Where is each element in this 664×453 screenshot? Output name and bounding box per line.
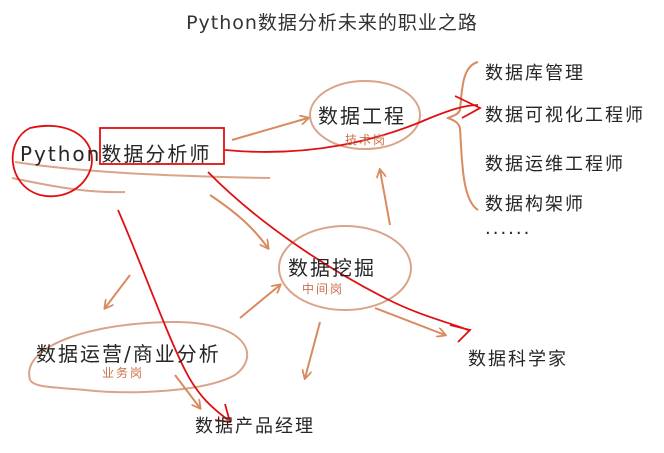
arrow-root-to-mining <box>209 194 268 248</box>
red-line-to-scientist <box>207 171 472 343</box>
operations-oval <box>28 320 248 394</box>
role-item-ellipsis: ...... <box>485 218 532 239</box>
mining-node-label: 数据挖掘 <box>288 256 376 280</box>
role-item-viz-engineer: 数据可视化工程师 <box>485 105 645 126</box>
red-circle-python <box>11 124 93 198</box>
page-title: Python数据分析未来的职业之路 <box>186 12 478 34</box>
engineering-tag: 技术岗 <box>345 133 388 147</box>
operations-node-label: 数据运营/商业分析 <box>36 342 221 366</box>
root-underline <box>11 161 271 194</box>
red-line-to-roles <box>224 95 482 153</box>
engineering-node-label: 数据工程 <box>318 104 406 128</box>
role-item-db-admin: 数据库管理 <box>485 63 585 84</box>
mining-tag: 中间岗 <box>302 282 345 296</box>
product-manager-node-label: 数据产品经理 <box>195 416 315 437</box>
arrow-mining-to-product <box>305 321 321 378</box>
arrow-mining-to-scientist <box>374 307 445 335</box>
operations-tag: 业务岗 <box>102 366 145 380</box>
arrow-mining-to-engineering <box>380 170 391 226</box>
role-item-ops-engineer: 数据运维工程师 <box>485 154 625 175</box>
arrow-operations-to-mining <box>239 285 280 319</box>
arrow-root-to-operations <box>105 274 131 308</box>
mining-oval <box>278 225 412 311</box>
arrow-operations-to-product <box>174 374 200 408</box>
roles-brace <box>445 61 479 211</box>
arrow-root-to-engineering <box>231 118 308 141</box>
red-line-to-product <box>117 209 232 424</box>
red-box-analyst <box>99 127 225 165</box>
scientist-node-label: 数据科学家 <box>468 349 568 370</box>
root-node-label: Python数据分析师 <box>20 142 212 166</box>
role-item-architect: 数据构架师 <box>485 194 585 215</box>
